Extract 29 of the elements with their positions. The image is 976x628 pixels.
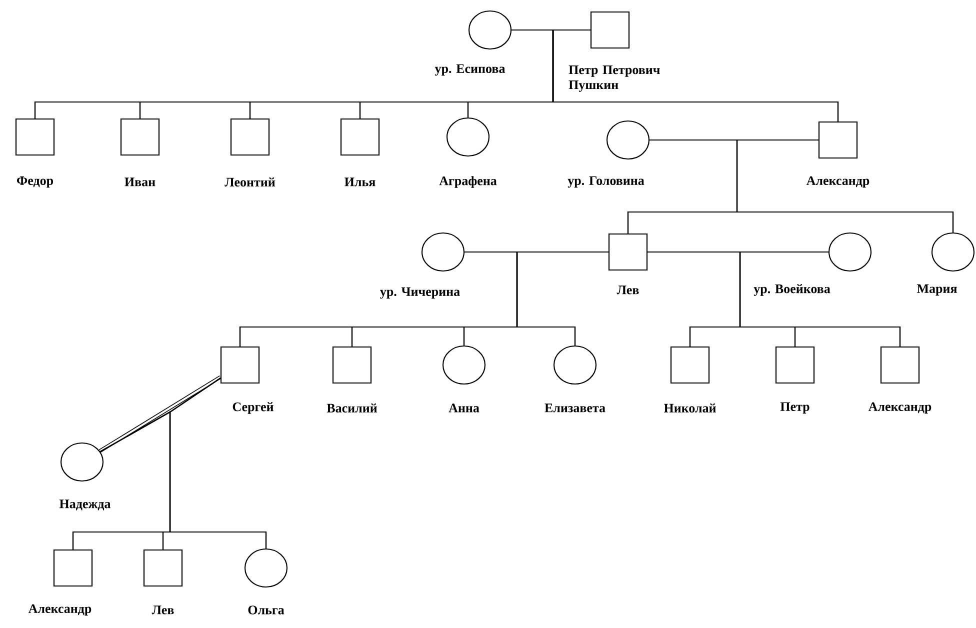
name-label: Иван: [124, 178, 156, 186]
name-label: Александр: [868, 402, 932, 414]
name-label: Александр: [28, 604, 92, 616]
name-label: Лев: [152, 606, 174, 614]
name-label: ур. Воейкова: [754, 284, 830, 296]
name-label: Петр: [780, 402, 810, 414]
descent-line: [516, 251, 608, 346]
name-label: Сергей: [232, 402, 274, 414]
name-label: Анна: [448, 404, 480, 412]
name-label: Мария: [916, 284, 957, 296]
name-label: ур. Есипова: [434, 64, 506, 76]
name-label: Василий: [326, 403, 378, 413]
name-label: Леонтий: [224, 177, 276, 187]
name-label: Аграфена: [439, 176, 497, 188]
marriage-line: [98, 375, 222, 453]
descent-line: [736, 139, 954, 232]
name-label: Илья: [344, 178, 376, 186]
name-label: Лев: [616, 286, 639, 294]
descent-line: [739, 251, 901, 346]
name-label: Елизавета: [544, 404, 606, 412]
name-label: Ольга: [248, 606, 284, 614]
name-label: Петр Петрович Пушкин: [568, 66, 660, 92]
name-label: ур. Чичерина: [380, 287, 460, 299]
descent-line: [100, 411, 267, 548]
name-label: Надежда: [60, 500, 111, 510]
name-label: ур. Головина: [568, 176, 644, 188]
name-label: Александр: [806, 176, 870, 188]
name-label: Николай: [664, 403, 716, 413]
name-label: Федор: [16, 176, 54, 188]
